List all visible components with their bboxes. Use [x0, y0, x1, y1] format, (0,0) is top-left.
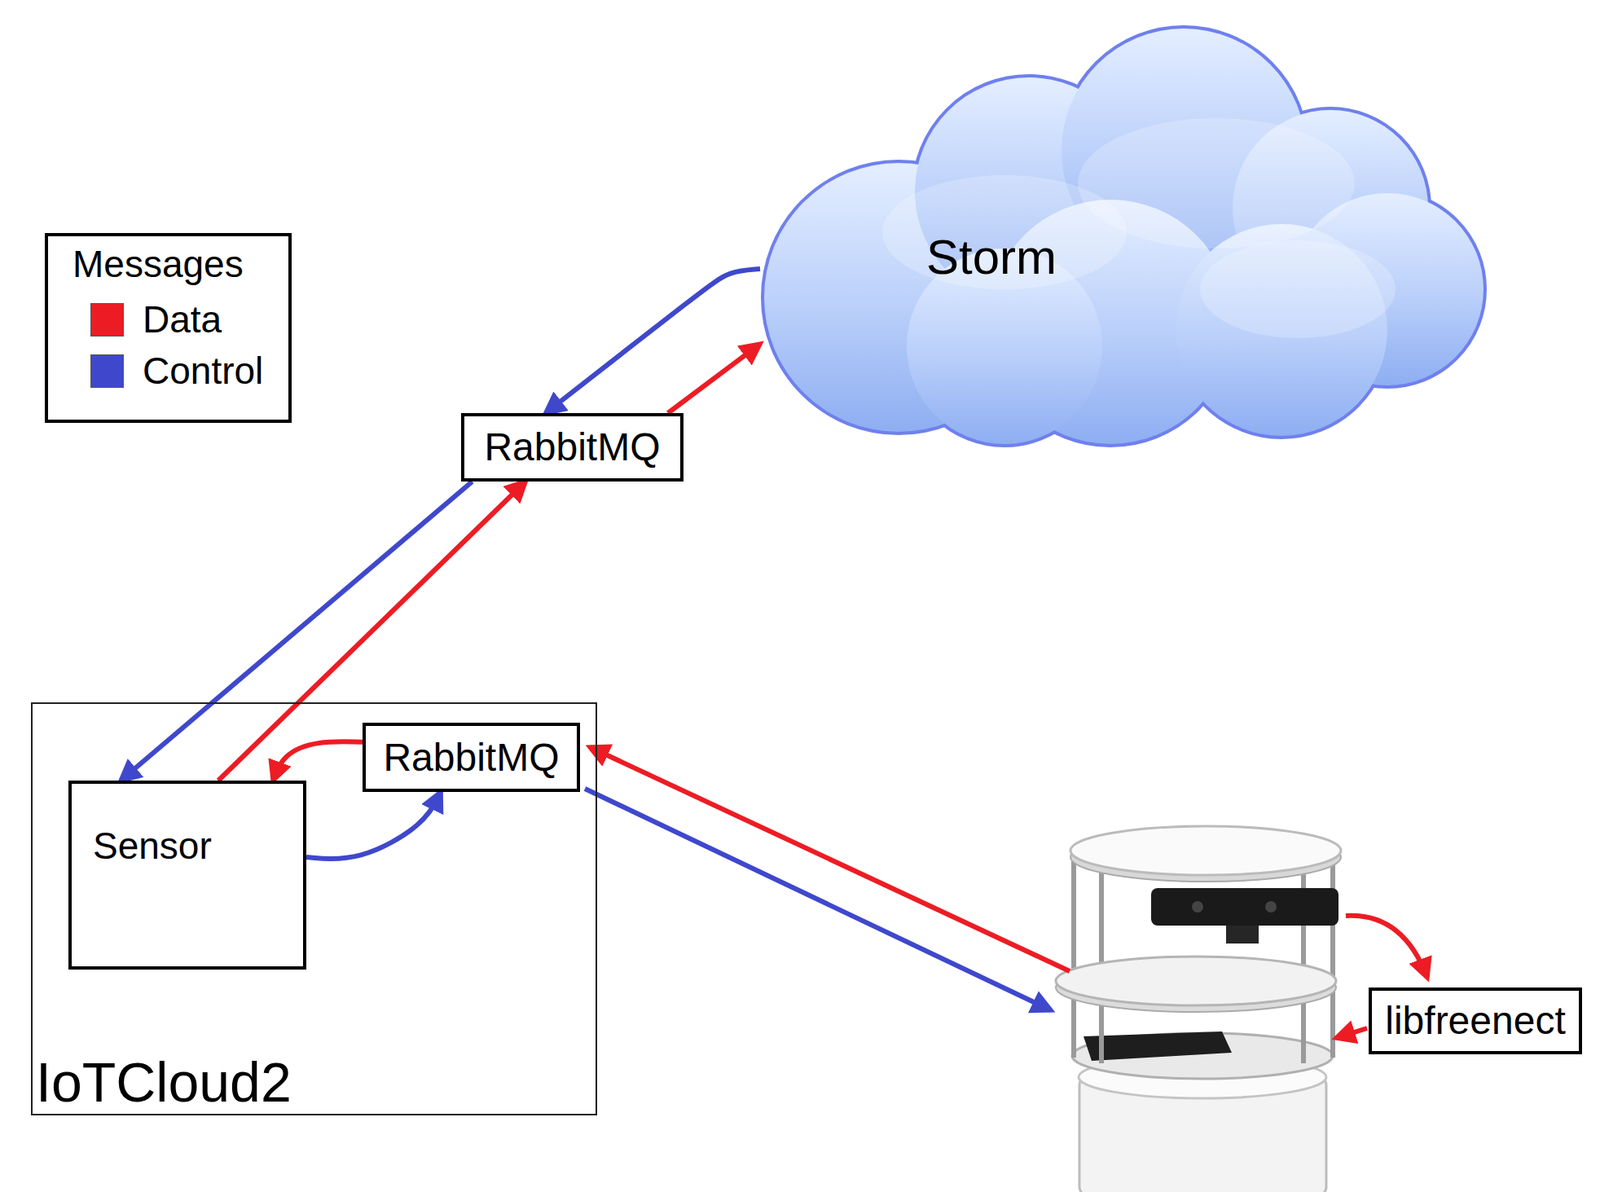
data-arrow — [589, 747, 1070, 972]
container-frame: Sensor RabbitMQ IoTCloud2 — [30, 702, 598, 1116]
kinect-sensor — [1151, 887, 1339, 926]
data-arrow — [1336, 1028, 1368, 1038]
legend-row: Data — [48, 301, 289, 339]
data-connector — [668, 343, 761, 414]
container-label: IoTCloud2 — [35, 1050, 292, 1114]
queue-box: RabbitMQ — [362, 722, 581, 792]
robot-pillar — [1071, 853, 1077, 1058]
cloud-highlight — [1200, 240, 1396, 339]
legend-swatch — [90, 303, 124, 337]
control-connector — [545, 268, 761, 414]
legend-row: Control — [48, 352, 289, 391]
data-arrow — [1345, 915, 1428, 978]
legend-swatch — [90, 354, 124, 388]
cloud-highlight — [1077, 118, 1355, 249]
control-arrow — [584, 788, 1051, 1011]
library-box: libfreenect — [1368, 987, 1583, 1055]
control-connector — [306, 791, 441, 859]
legend-text: Data — [142, 298, 222, 342]
box-label: RabbitMQ — [382, 734, 559, 780]
legend-title: Messages — [72, 242, 244, 286]
robot-pillar — [1330, 853, 1336, 1058]
kinect-lens — [1265, 901, 1277, 913]
legend-text: Control — [142, 349, 264, 393]
kinect-lens — [1191, 901, 1204, 913]
cloud-shape — [760, 20, 1488, 449]
robot-illustration — [1055, 826, 1341, 1192]
data-connector — [272, 741, 363, 781]
legend-box: MessagesDataControl — [44, 232, 292, 423]
process-box: Sensor — [68, 780, 307, 970]
robot-laptop — [1083, 1031, 1232, 1061]
robot-middle-plate — [1055, 956, 1337, 1006]
connector-group — [120, 268, 761, 859]
box-label: libfreenect — [1384, 997, 1565, 1043]
cloud-label: Storm — [926, 228, 1057, 286]
box-label: RabbitMQ — [483, 424, 660, 470]
queue-box: RabbitMQ — [461, 413, 684, 482]
box-label: Sensor — [92, 824, 212, 868]
cloud-node: Storm — [760, 20, 1488, 449]
robot-top-plate — [1070, 826, 1341, 875]
